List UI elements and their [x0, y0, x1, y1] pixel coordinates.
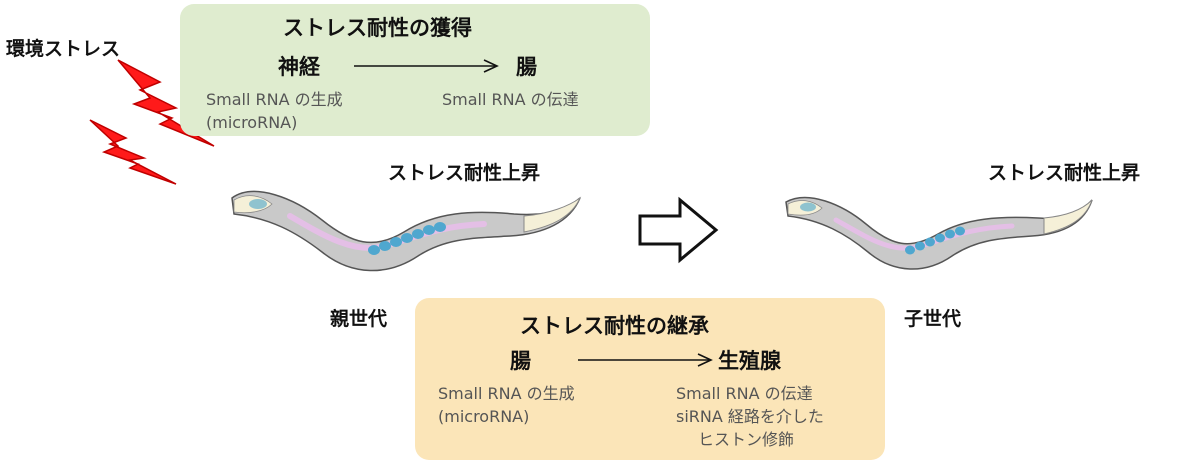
- child-worm-illustration: [785, 196, 1093, 270]
- parent-stress-rise-label: ストレス耐性上昇: [388, 162, 541, 184]
- inheritance-to-desc-2: siRNA 経路を介した: [676, 407, 824, 426]
- acquisition-arrow: [354, 59, 499, 73]
- lightning-bolt-icon: [89, 59, 215, 185]
- acquisition-to-desc-1: Small RNA の伝達: [442, 90, 579, 109]
- inheritance-arrow: [578, 353, 713, 367]
- acquisition-title: ストレス耐性の獲得: [283, 16, 472, 40]
- generation-arrow: [638, 196, 719, 264]
- acquisition-arrow-head: [483, 59, 499, 73]
- acquisition-from-desc-2: (microRNA): [206, 113, 298, 132]
- acquisition-box: [180, 4, 650, 136]
- child-worm-tail: [1043, 199, 1093, 235]
- lightning-bolt-upper: [117, 59, 215, 147]
- environmental-stress-label: 環境ストレス: [6, 38, 121, 60]
- child-worm-intestine-cells: [905, 226, 965, 255]
- child-worm-pharynx: [800, 202, 816, 212]
- parent-worm-illustration: [231, 190, 582, 272]
- generation-arrow-shape: [638, 196, 719, 264]
- inheritance-to-desc-1: Small RNA の伝達: [676, 384, 813, 403]
- parent-worm-tail: [523, 196, 582, 233]
- acquisition-to-organ: 腸: [516, 55, 537, 79]
- parent-generation-label: 親世代: [330, 308, 388, 330]
- parent-worm-intestine-cells: [368, 222, 446, 255]
- parent-worm-pharynx: [249, 199, 267, 209]
- inheritance-to-desc-3: ヒストン修飾: [698, 430, 795, 449]
- child-generation-label: 子世代: [904, 308, 962, 330]
- acquisition-from-desc-1: Small RNA の生成: [206, 90, 343, 109]
- inheritance-from-organ: 腸: [510, 349, 531, 373]
- inheritance-from-desc-2: (microRNA): [438, 407, 530, 426]
- lightning-bolt-lower: [89, 119, 177, 185]
- inheritance-title: ストレス耐性の継承: [520, 314, 709, 338]
- child-stress-rise-label: ストレス耐性上昇: [988, 162, 1141, 184]
- inheritance-from-desc-1: Small RNA の生成: [438, 384, 575, 403]
- acquisition-from-organ: 神経: [278, 55, 320, 79]
- inheritance-to-organ: 生殖腺: [718, 349, 781, 373]
- inheritance-box: [415, 298, 885, 460]
- inheritance-arrow-head: [697, 353, 713, 367]
